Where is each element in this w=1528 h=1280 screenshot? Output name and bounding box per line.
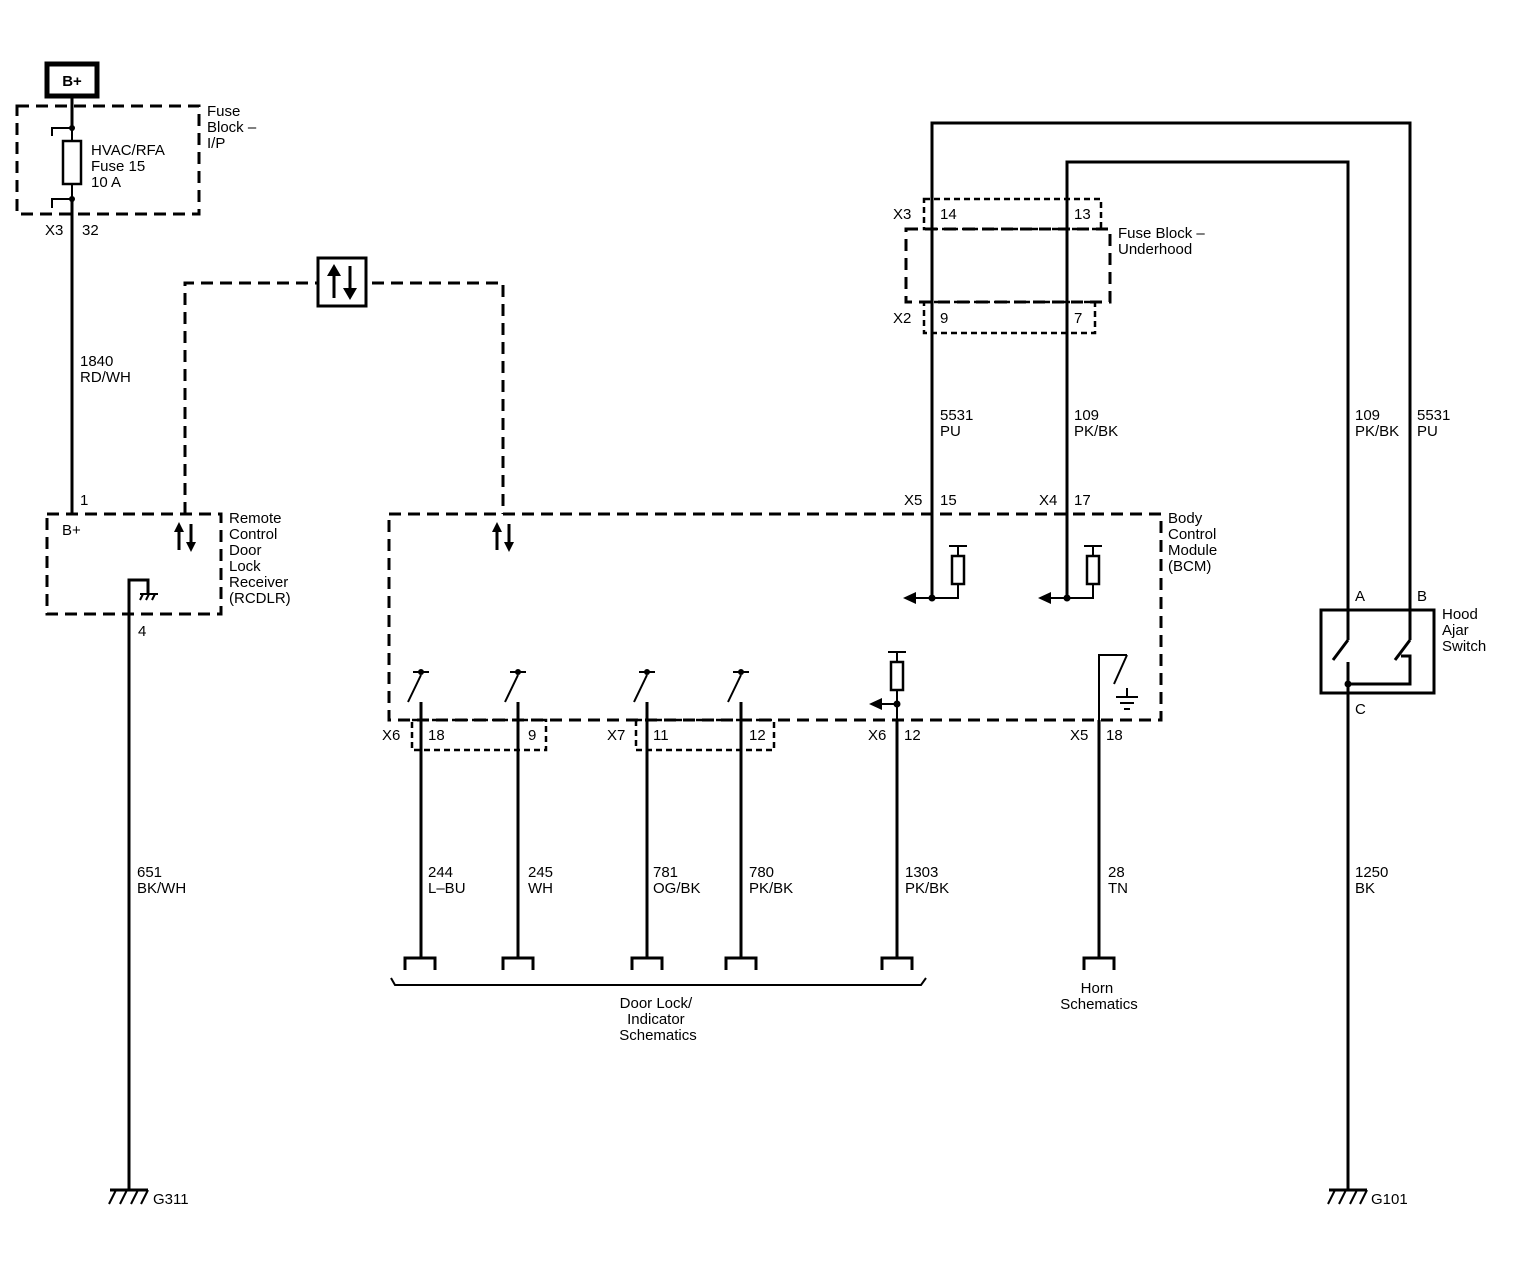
door-lock-group-bracket — [390, 977, 927, 986]
ground-g311-icon — [108, 1188, 149, 1205]
bcm-x7-pin-11: 11 — [653, 727, 669, 744]
hood-ajar-switch-title: Hood Ajar Switch — [1442, 606, 1486, 655]
bcm-x6-connector-a — [410, 718, 548, 752]
bcm-input-hood-109 — [1038, 545, 1102, 604]
underhood-x2-pin-7: 7 — [1074, 310, 1082, 327]
bcm-x5-pin-18: 18 — [1106, 727, 1123, 744]
bcm-x7-connector — [634, 718, 776, 752]
serial-data-link — [183, 256, 505, 514]
underhood-x2-pin-9: 9 — [940, 310, 948, 327]
rcdlr-pin-ground: 4 — [138, 623, 146, 640]
wire-5531-label-switch: 5531 PU — [1417, 407, 1455, 440]
underhood-x2-connector: X2 — [893, 310, 911, 327]
underhood-x3-connector: X3 — [893, 206, 911, 223]
reference-terminal-icons — [403, 956, 1116, 970]
battery-positive-label: B+ — [62, 73, 82, 90]
fuse-label: HVAC/RFA Fuse 15 10 A — [91, 142, 168, 191]
bcm-x5-label-bottom: X5 — [1070, 727, 1088, 744]
bcm-x6-label-b: X6 — [868, 727, 886, 744]
rcdlr-data-arrows-icon — [174, 522, 196, 552]
rcdlr-title: Remote Control Door Lock Receiver (RCDLR… — [229, 510, 292, 607]
bcm-x7-pin-12: 12 — [749, 727, 766, 744]
fuse-block-ip: HVAC/RFA Fuse 15 10 A Fuse Block – I/P — [15, 103, 260, 216]
hood-ajar-switch: Hood Ajar Switch — [1319, 606, 1486, 1190]
bcm-x4-pin-17: 17 — [1074, 492, 1091, 509]
bcm-x5-connector-top: X5 — [904, 492, 922, 509]
fuse-block-ip-pin: 32 — [82, 222, 99, 239]
ground-g101-label: G101 — [1371, 1191, 1408, 1208]
fuse-symbol — [51, 125, 83, 208]
body-control-module: Body Control Module (BCM) — [387, 510, 1221, 722]
fuse-block-ip-title: Fuse Block – I/P — [207, 103, 260, 152]
bcm-switch-781 — [633, 669, 655, 703]
bcm-input-1303 — [869, 651, 906, 720]
wire-109-label-bcm: 109 PK/BK — [1074, 407, 1118, 440]
wire-109-label-switch: 109 PK/BK — [1355, 407, 1399, 440]
wire-1250-label: 1250 BK — [1355, 864, 1393, 897]
bcm-switch-780 — [727, 669, 749, 703]
fuse-block-ip-connector: X3 — [45, 222, 63, 239]
bcm-input-hood-5531 — [903, 545, 967, 604]
door-lock-reference-label: Door Lock/ Indicator Schematics — [619, 995, 697, 1044]
rcdlr-bplus-label: B+ — [62, 522, 81, 539]
wire-5531-feed — [930, 121, 1412, 640]
bcm-x7-label: X7 — [607, 727, 625, 744]
rcdlr-pin-power: 1 — [80, 492, 88, 509]
horn-reference-label: Horn Schematics — [1060, 980, 1138, 1013]
bcm-x6-label-a: X6 — [382, 727, 400, 744]
bcm-horn-relay-switch — [1098, 654, 1138, 720]
wire-651-label: 651 BK/WH — [137, 864, 186, 897]
battery-positive-source: B+ — [44, 61, 100, 99]
rcdlr-ground-icon — [127, 578, 158, 1190]
ground-g101-icon — [1327, 1188, 1368, 1205]
bcm-x6-pin-9: 9 — [528, 727, 536, 744]
bcm-switch-244 — [407, 669, 429, 703]
bcm-x5-pin-15: 15 — [940, 492, 957, 509]
wire-109-feed — [1065, 160, 1350, 640]
underhood-x3-pin-14: 14 — [940, 206, 957, 223]
wire-1840-label: 1840 RD/WH — [80, 353, 131, 386]
ground-g311-label: G311 — [153, 1191, 189, 1208]
bcm-x6-pin-12: 12 — [904, 727, 921, 744]
remote-control-door-lock-receiver: B+ Remote Control Door Lock Receiver (RC… — [45, 510, 292, 1190]
bcm-x4-connector: X4 — [1039, 492, 1057, 509]
bcm-x6-pin-18: 18 — [428, 727, 445, 744]
bcm-data-arrows-icon — [492, 522, 514, 552]
wire-5531-label-bcm: 5531 PU — [940, 407, 978, 440]
fuse-block-underhood-title: Fuse Block – Underhood — [1118, 225, 1209, 258]
serial-data-icon — [327, 264, 357, 300]
fuse-block-underhood: Fuse Block – Underhood — [904, 197, 1209, 335]
hood-switch-pin-c: C — [1355, 701, 1366, 718]
hood-switch-pin-a: A — [1355, 588, 1365, 605]
underhood-x3-pin-13: 13 — [1074, 206, 1091, 223]
bcm-title: Body Control Module (BCM) — [1168, 510, 1221, 575]
hood-switch-pin-b: B — [1417, 588, 1427, 605]
bcm-switch-245 — [504, 669, 526, 703]
